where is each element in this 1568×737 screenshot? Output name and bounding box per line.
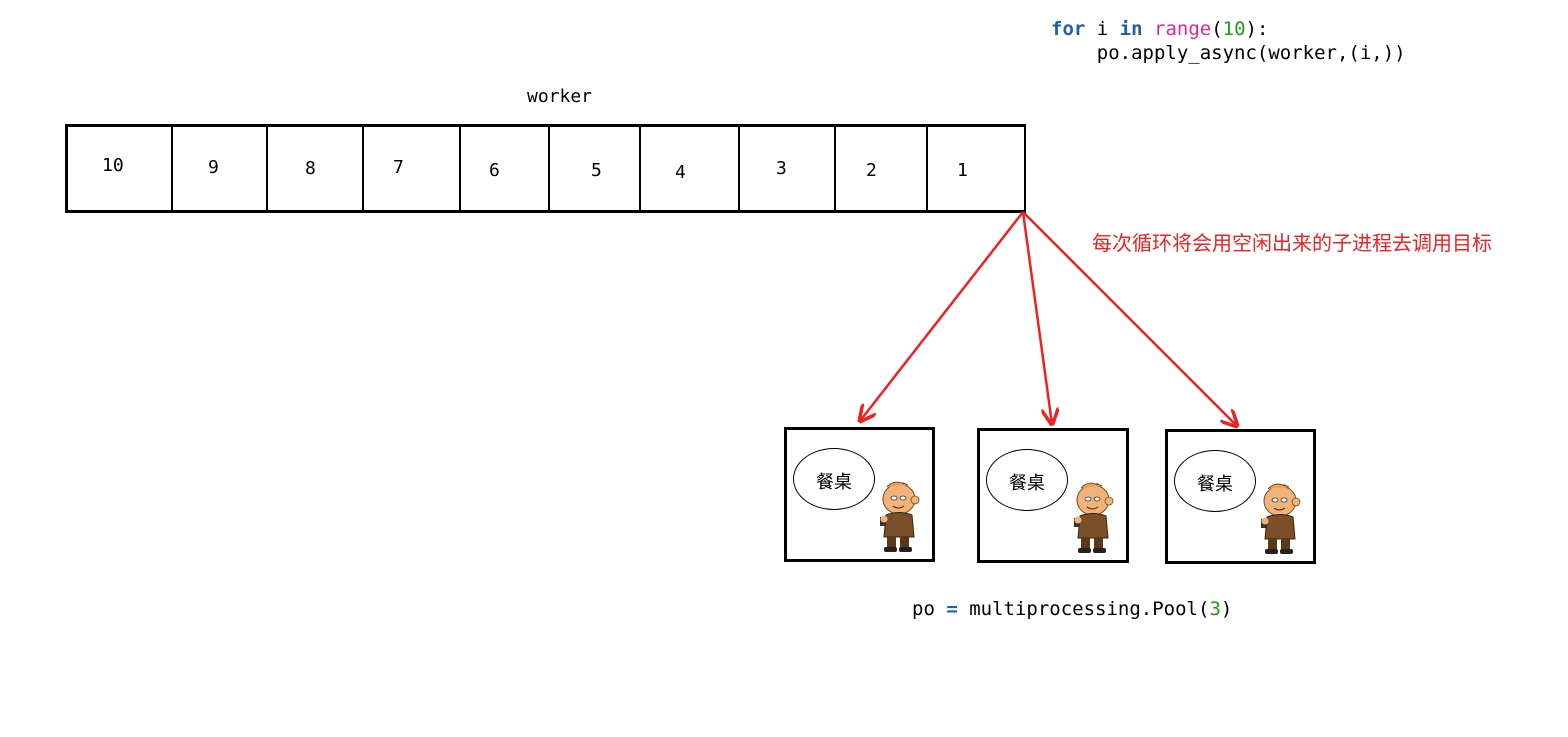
dining-table-ellipse: 餐桌 <box>986 449 1068 511</box>
range-function: range <box>1154 18 1212 40</box>
dining-table-ellipse: 餐桌 <box>793 448 875 510</box>
queue-cell: 2 <box>866 160 877 181</box>
process-box: 餐桌 <box>977 428 1129 563</box>
queue-cell-divider <box>738 127 740 210</box>
worker-person-icon <box>1066 480 1116 554</box>
range-number: 10 <box>1222 18 1246 40</box>
queue-cell-divider <box>362 127 364 210</box>
assign-operator: = <box>946 598 958 620</box>
worker-person-icon <box>1253 481 1303 555</box>
arrow-to-process-1 <box>860 211 1024 421</box>
arrow-to-process-3 <box>1022 211 1237 426</box>
queue-cell-divider <box>459 127 461 210</box>
queue-label: worker <box>527 86 593 107</box>
queue-cell-divider <box>639 127 641 210</box>
dining-table-ellipse: 餐桌 <box>1174 450 1256 512</box>
queue-cell: 8 <box>305 158 316 179</box>
queue-cell: 7 <box>393 157 404 178</box>
queue-cell: 5 <box>591 160 602 181</box>
queue-cell-divider <box>926 127 928 210</box>
worker-person-icon <box>872 479 922 553</box>
dining-table-label: 餐桌 <box>1009 473 1045 494</box>
process-box: 餐桌 <box>784 427 935 562</box>
pool-size: 3 <box>1209 598 1221 620</box>
task-queue: 10 9 8 7 6 5 4 3 2 1 <box>65 124 1026 213</box>
queue-cell: 10 <box>102 155 124 176</box>
code-loop-line1: for i in range(10): <box>1051 17 1268 41</box>
pool-var: po <box>912 598 947 620</box>
queue-cell-divider <box>266 127 268 210</box>
pool-call: multiprocessing.Pool( <box>957 598 1210 620</box>
queue-cell: 9 <box>208 157 219 178</box>
code-pool-line: po = multiprocessing.Pool(3) <box>912 597 1232 621</box>
paren-close: ): <box>1245 18 1269 40</box>
queue-cell-divider <box>171 127 173 210</box>
queue-cell: 1 <box>957 160 968 181</box>
dining-table-label: 餐桌 <box>1197 474 1233 495</box>
keyword-in: in <box>1119 18 1143 40</box>
pool-close: ) <box>1220 598 1233 620</box>
keyword-for: for <box>1051 18 1086 40</box>
queue-cell: 3 <box>776 158 787 179</box>
code-loop-line2: po.apply_async(worker,(i,)) <box>1051 42 1406 64</box>
queue-cell-divider <box>834 127 836 210</box>
queue-cell: 6 <box>489 160 500 181</box>
queue-cell: 4 <box>675 162 686 183</box>
arrow-to-process-2 <box>1021 211 1052 424</box>
loop-variable: i <box>1085 18 1120 40</box>
paren-open: ( <box>1211 18 1223 40</box>
process-box: 餐桌 <box>1165 429 1316 564</box>
queue-cell-divider <box>548 127 550 210</box>
annotation-text: 每次循环将会用空闲出来的子进程去调用目标 <box>1092 231 1492 255</box>
dining-table-label: 餐桌 <box>816 472 852 493</box>
